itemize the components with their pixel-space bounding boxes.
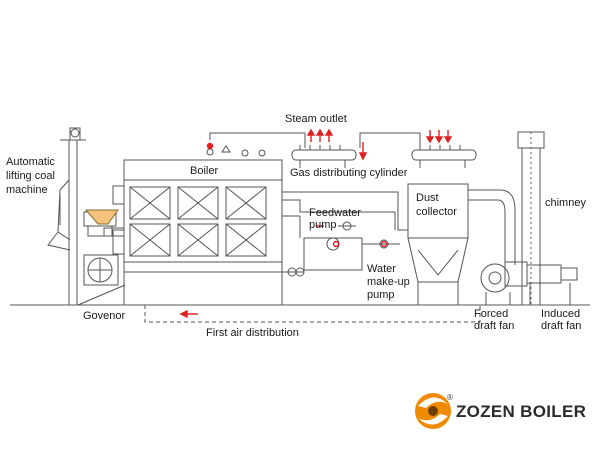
steam-outlet-piping: [209, 132, 421, 148]
feedwater-marker: [332, 240, 340, 248]
air-left-arrow: [179, 309, 198, 319]
label-water-makeup-1: Water: [367, 263, 396, 275]
registered-mark: ®: [447, 393, 453, 402]
steam-valve-marker: [206, 142, 214, 150]
label-automatic-coal-1: Automatic: [6, 156, 55, 168]
induced-draft-fan: [526, 264, 578, 305]
label-feedwater-pump-1: Feedwater: [309, 207, 361, 219]
label-induced-fan-1: Induced: [541, 308, 581, 320]
label-govenor: Govenor: [83, 310, 126, 322]
label-automatic-coal-3: machine: [6, 184, 48, 196]
coal-hopper: [84, 209, 125, 237]
label-chimney: chimney: [545, 197, 586, 209]
chimney: [517, 131, 545, 306]
label-first-air: First air distribution: [206, 327, 299, 339]
label-forced-fan-1: Forced: [474, 308, 509, 320]
label-gas-cylinder: Gas distributing cylinder: [290, 167, 408, 179]
flue-duct: [282, 191, 408, 231]
brand-name: ZOZEN BOILER: [456, 402, 587, 421]
steam-down-arrows: [425, 130, 453, 144]
label-dust-collector-1: Dust: [416, 192, 439, 204]
cylinder-down-arrow: [358, 142, 368, 161]
coal-lifting-machine: [47, 127, 86, 306]
first-air-line: [144, 305, 481, 323]
gas-distributing-cylinder-left: [291, 145, 357, 168]
label-boiler: Boiler: [190, 165, 219, 177]
label-dust-collector-2: collector: [416, 206, 457, 218]
label-steam-outlet: Steam outlet: [285, 113, 347, 125]
label-induced-fan-2: draft fan: [541, 320, 582, 332]
forced-draft-fan: [480, 261, 528, 305]
dust-collector: [407, 183, 516, 305]
govenor-motor: [77, 211, 126, 306]
label-feedwater-pump-2: pump: [309, 219, 337, 231]
boiler-body: [112, 145, 283, 306]
zozen-logo-icon: [415, 393, 451, 429]
gas-distributing-cylinder-right: [411, 145, 477, 168]
steam-up-arrows: [306, 128, 334, 142]
label-water-makeup-3: pump: [367, 289, 395, 301]
label-water-makeup-2: make-up: [367, 276, 410, 288]
flow-arrows: [179, 128, 453, 319]
makeup-marker: [380, 240, 388, 248]
label-forced-fan-2: draft fan: [474, 320, 515, 332]
label-automatic-coal-2: lifting coal: [6, 170, 55, 182]
